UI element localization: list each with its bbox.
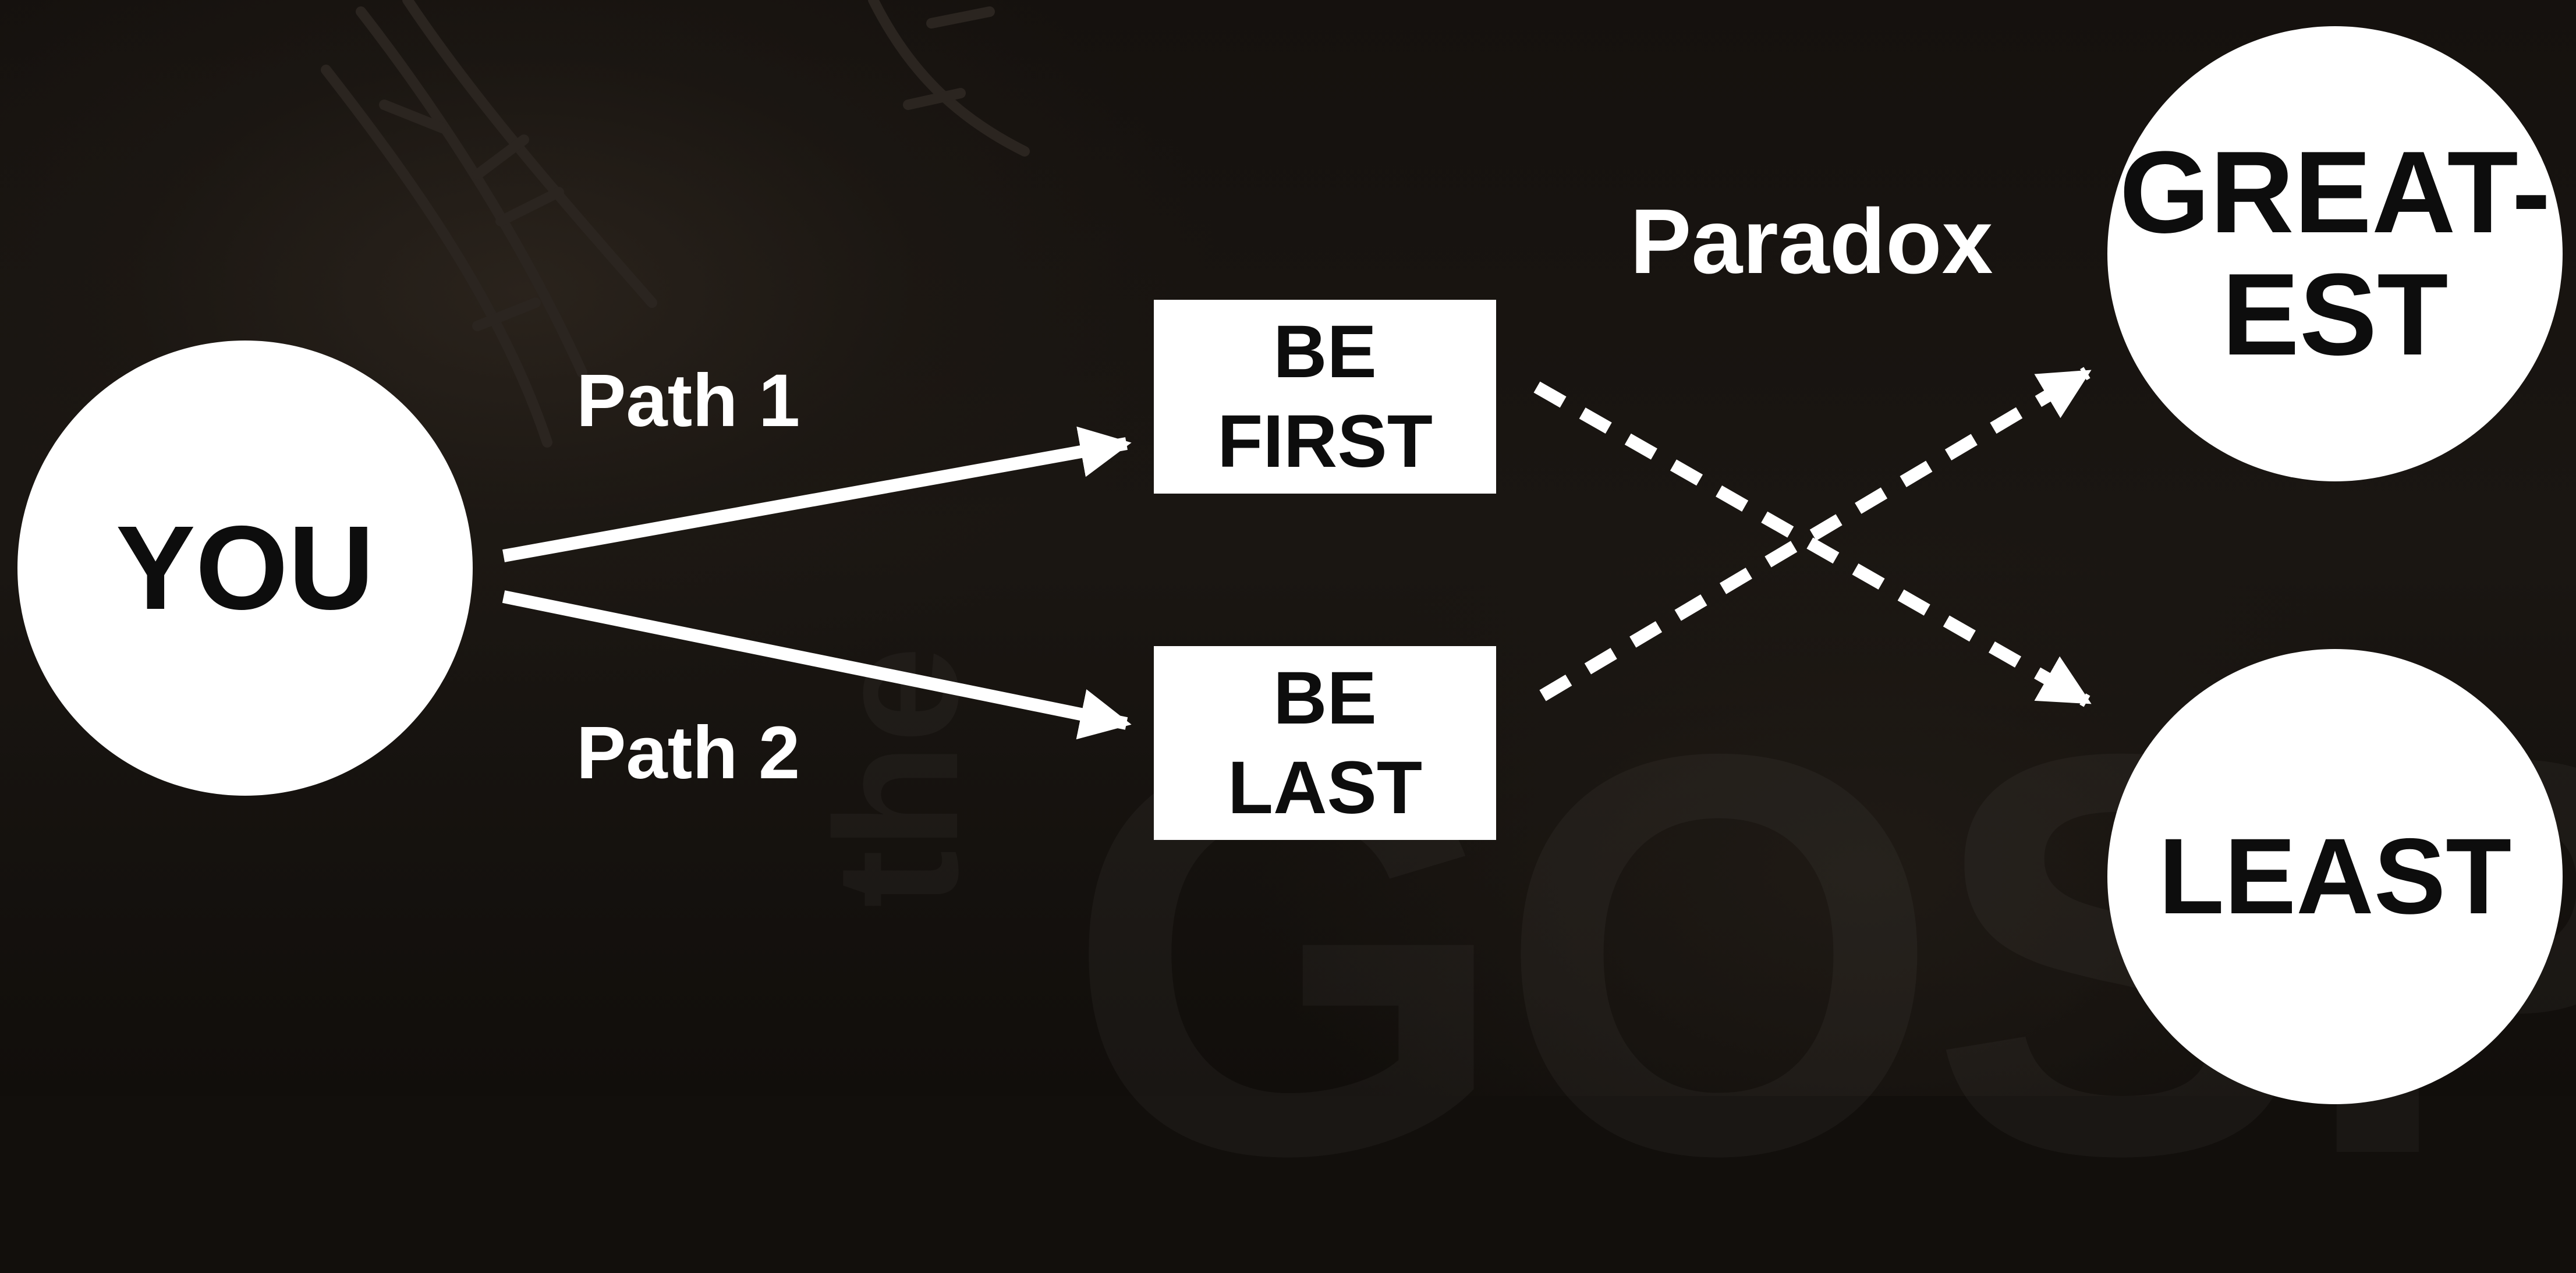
paradox-arrow-to-greatest	[1539, 367, 2092, 701]
diagram-arrows	[502, 367, 2092, 740]
be-first-line2: FIRST	[1217, 399, 1433, 483]
least-node: LEAST	[2107, 649, 2563, 1104]
be-last-line2: LAST	[1227, 746, 1423, 829]
path1-label: Path 1	[576, 359, 800, 442]
greatest-node: GREAT- EST	[2107, 26, 2563, 481]
path2-label: Path 2	[576, 711, 800, 795]
you-label: YOU	[115, 501, 375, 634]
greatest-line2: EST	[2221, 250, 2449, 380]
paradox-label: Paradox	[1630, 190, 1993, 293]
be-first-node: BE FIRST	[1154, 300, 1496, 494]
be-first-line1: BE	[1273, 310, 1377, 393]
you-node: YOU	[17, 341, 473, 796]
paradox-arrow-to-least	[1533, 381, 2092, 707]
greatest-line1: GREAT-	[2119, 127, 2551, 257]
crown-of-thorns-decoration	[321, 0, 1030, 448]
path2-arrow	[502, 590, 1132, 740]
path1-arrow	[502, 426, 1132, 562]
be-last-line1: BE	[1273, 656, 1377, 740]
least-label: LEAST	[2158, 817, 2512, 937]
be-last-node: BE LAST	[1154, 646, 1496, 840]
